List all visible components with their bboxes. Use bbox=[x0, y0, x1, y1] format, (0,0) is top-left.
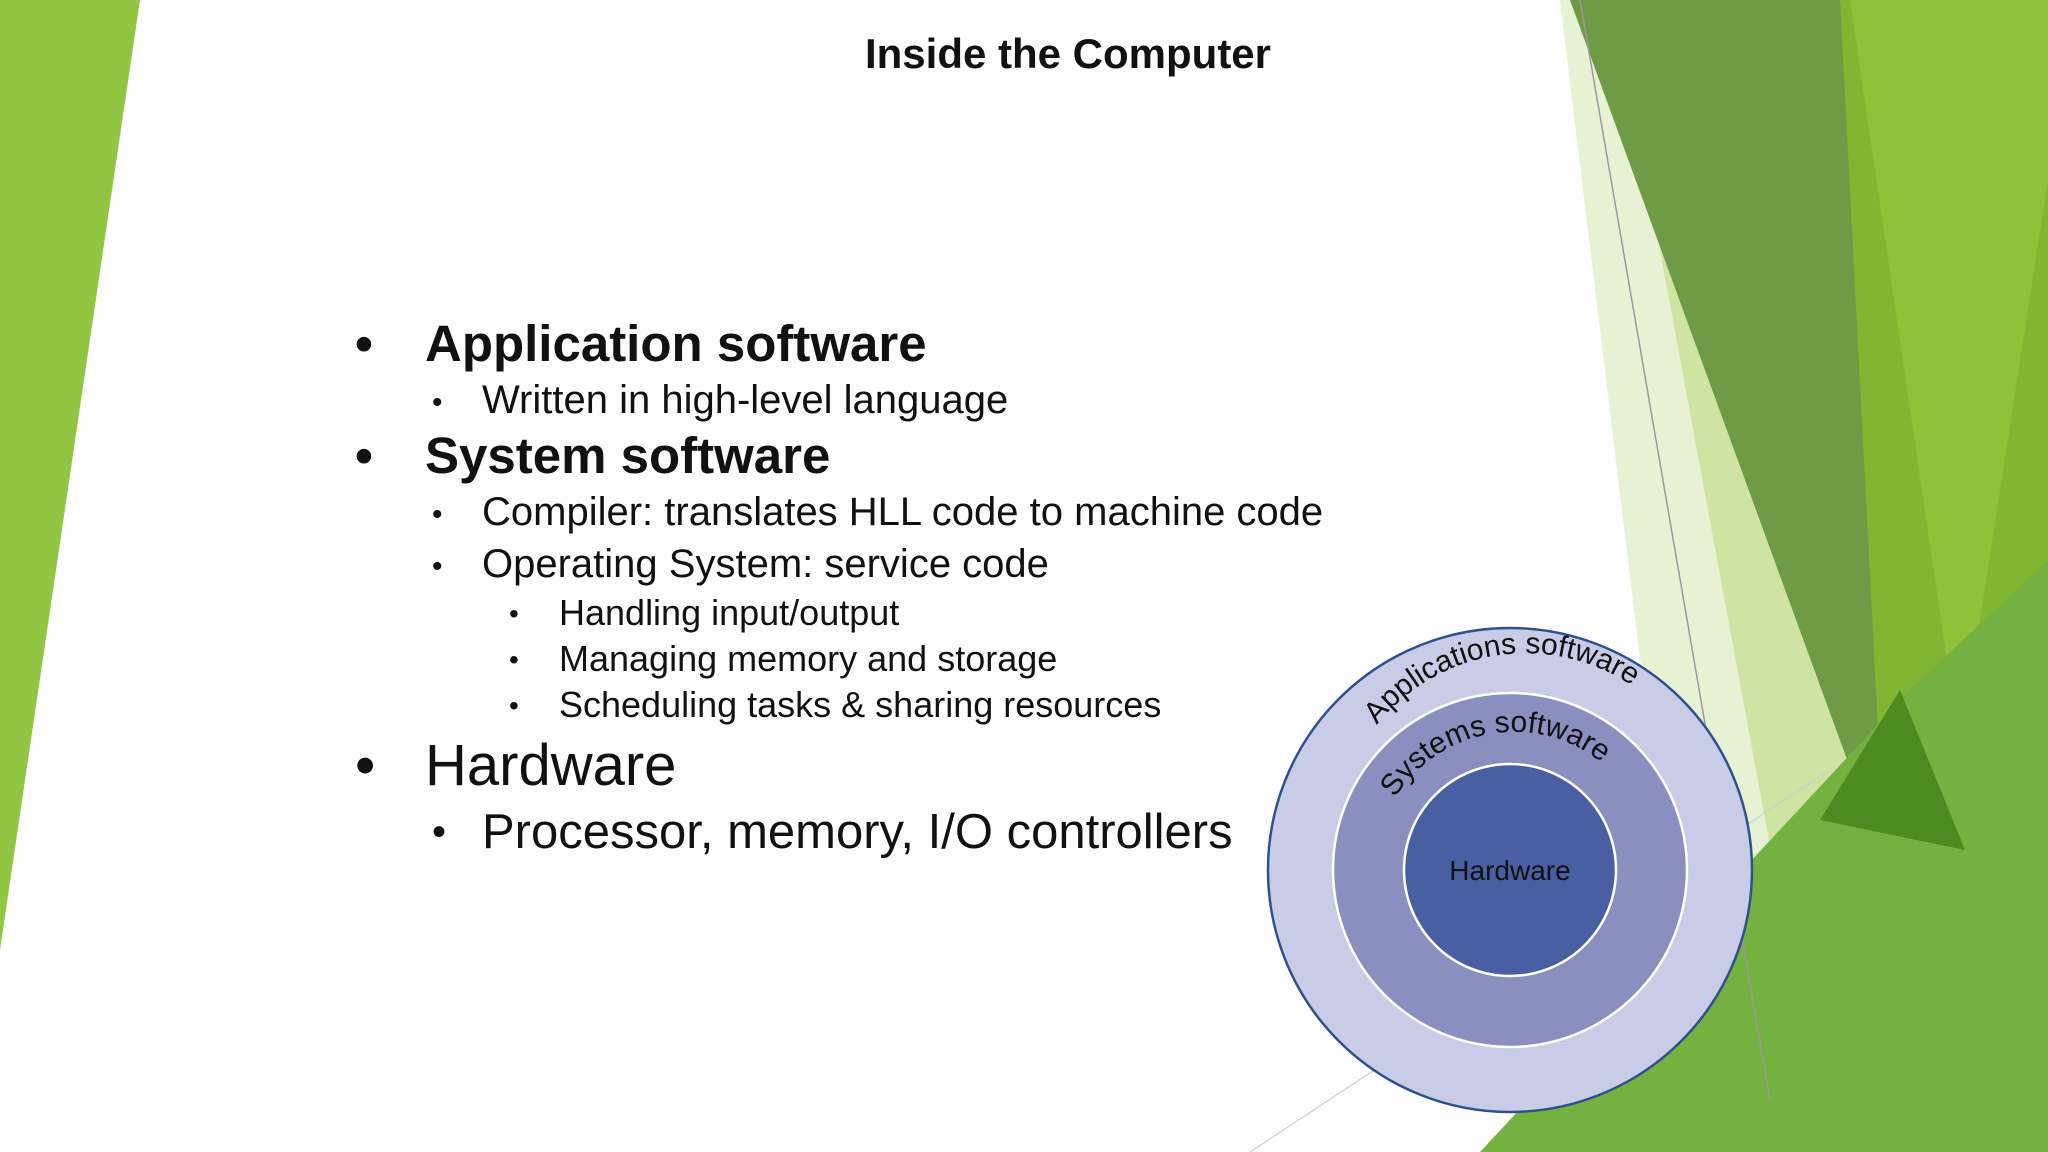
right-bright-green-shape bbox=[1850, 0, 2048, 750]
hardware-label: Hardware bbox=[1449, 855, 1570, 886]
bullet-label: Application software bbox=[425, 315, 927, 372]
bullet-marker: • bbox=[432, 498, 443, 531]
bullet-marker: • bbox=[509, 644, 519, 675]
bullet-label: Managing memory and storage bbox=[559, 638, 1058, 679]
bullet-label: System software bbox=[425, 427, 831, 484]
sub-sub-bullet-scheduling: • Scheduling tasks & sharing resources bbox=[509, 684, 1162, 726]
bullet-marker: • bbox=[509, 690, 519, 721]
software-layers-diagram: Applications software Systems software H… bbox=[1266, 626, 1754, 1114]
sub-bullet-processor-memory: • Processor, memory, I/O controllers bbox=[432, 804, 1233, 860]
bullet-label: Compiler: translates HLL code to machine… bbox=[482, 490, 1324, 534]
bullet-marker: • bbox=[509, 598, 519, 629]
bullet-label: Hardware bbox=[425, 733, 677, 798]
right-dark-green-shape bbox=[1570, 0, 1920, 850]
bullet-hardware: • Hardware bbox=[355, 732, 677, 799]
bullet-marker: • bbox=[355, 733, 376, 798]
bullet-marker: • bbox=[432, 386, 443, 419]
bullet-label: Written in high-level language bbox=[482, 378, 1009, 422]
sub-bullet-high-level-language: • Written in high-level language bbox=[432, 378, 1009, 423]
left-green-shape bbox=[0, 0, 140, 950]
bullet-application-software: • Application software bbox=[355, 314, 927, 373]
sub-bullet-compiler: • Compiler: translates HLL code to machi… bbox=[432, 490, 1324, 535]
bullet-system-software: • System software bbox=[355, 426, 831, 485]
bullet-marker: • bbox=[355, 427, 373, 484]
sub-sub-bullet-input-output: • Handling input/output bbox=[509, 592, 900, 634]
bullet-marker: • bbox=[355, 315, 373, 372]
bullet-marker: • bbox=[432, 550, 443, 583]
sub-bullet-operating-system: • Operating System: service code bbox=[432, 542, 1049, 587]
slide-title: Inside the Computer bbox=[864, 30, 1272, 77]
bullet-label: Scheduling tasks & sharing resources bbox=[559, 684, 1162, 725]
bullet-marker: • bbox=[432, 810, 447, 854]
sub-sub-bullet-memory-storage: • Managing memory and storage bbox=[509, 638, 1058, 680]
right-deep-green-shape bbox=[1820, 690, 1965, 850]
bullet-label: Processor, memory, I/O controllers bbox=[482, 805, 1233, 859]
hardware-layer-circle bbox=[1402, 762, 1618, 978]
bullet-label: Operating System: service code bbox=[482, 542, 1049, 586]
bullet-label: Handling input/output bbox=[559, 592, 900, 633]
